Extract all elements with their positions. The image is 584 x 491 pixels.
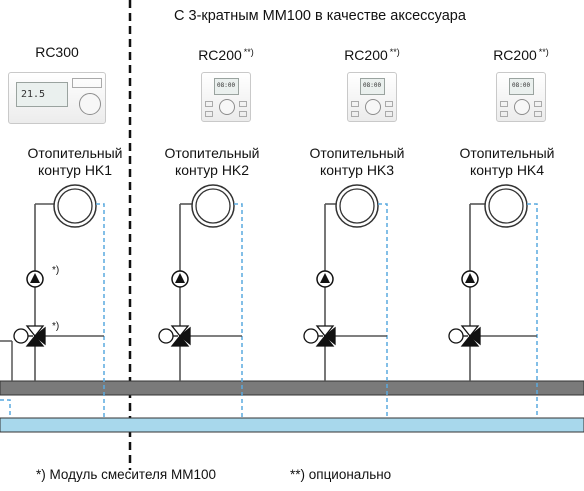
return-pipe-hk3 (378, 203, 388, 418)
circuit-label-line1: Отопительный (459, 145, 555, 161)
controller-key (385, 101, 393, 107)
mixing-valve-icon (25, 334, 45, 347)
heating-circuit-coil-hk2 (191, 184, 235, 228)
controller-key (239, 111, 247, 117)
circuit-label-hk4: Отопительный контур HK4 (460, 145, 555, 179)
rc300-controller-image: 21.5 (8, 72, 106, 124)
mixing-valve-icon (33, 326, 46, 346)
controller-key (534, 111, 542, 117)
return-pipe-hk4 (527, 203, 538, 418)
optional-mark: **) (389, 47, 400, 57)
mixing-valve-icon (468, 326, 481, 346)
optional-mark: **) (538, 47, 549, 57)
rc200-controller-image: 08:00 (201, 72, 251, 122)
mixing-valve-icon (170, 334, 190, 347)
mixing-valve-icon (178, 326, 191, 346)
controller-label-rc300: RC300 (35, 44, 79, 61)
return-pipe-hk1 (96, 203, 105, 418)
pump-arrow-icon (30, 273, 40, 283)
heating-circuit-coil-inner-hk1 (57, 188, 93, 224)
controller-display: 08:00 (509, 78, 534, 95)
valve-actuator-icon (13, 328, 29, 344)
circuit-label-line2: контур HK4 (469, 162, 545, 178)
controller-keys (72, 78, 102, 88)
controller-knob (219, 99, 235, 115)
controller-label-rc200-hk4: RC200**) (493, 44, 549, 64)
footnote-optional: **) опционально (290, 467, 392, 482)
valve-actuator-icon (158, 328, 174, 344)
circuit-label-line1: Отопительный (164, 145, 260, 161)
return-pipe-hk2 (234, 203, 243, 418)
heating-circuit-coil-inner-hk2 (195, 188, 231, 224)
controller-knob (79, 93, 101, 115)
pump-note-mark: *) (52, 265, 60, 276)
mixing-valve-icon (170, 325, 190, 338)
controller-key (534, 101, 542, 107)
circuit-label-hk2: Отопительный контур HK2 (165, 145, 260, 179)
circuit-label-line2: контур HK1 (37, 162, 113, 178)
controller-label-rc200-hk2: RC200**) (198, 44, 254, 64)
controller-key (351, 111, 359, 117)
left-return-pipe (0, 399, 11, 418)
mixing-valve-icon (25, 325, 45, 338)
controller-model: RC200 (493, 47, 537, 63)
circuit-label-line2: контур HK3 (319, 162, 395, 178)
return-header-bar (0, 417, 584, 433)
circuit-label-hk1: Отопительный контур HK1 (28, 145, 123, 179)
controller-model: RC200 (198, 47, 242, 63)
heating-circuit-coil-hk1 (53, 184, 97, 228)
controller-key (500, 101, 508, 107)
circuit-label-line2: контур HK2 (174, 162, 250, 178)
valve-actuator-icon (448, 328, 464, 344)
heating-circuit-coil-inner-hk4 (488, 188, 524, 224)
circuit-label-hk3: Отопительный контур HK3 (310, 145, 405, 179)
controller-label-rc200-hk3: RC200**) (344, 44, 400, 64)
rc200-controller-image: 08:00 (496, 72, 546, 122)
rc200-controller-image: 08:00 (347, 72, 397, 122)
pump-arrow-icon (320, 273, 330, 283)
controller-key (205, 111, 213, 117)
controller-key (239, 101, 247, 107)
heating-circuit-coil-inner-hk3 (339, 188, 375, 224)
controller-knob (514, 99, 530, 115)
mixing-valve-icon (460, 334, 480, 347)
supply-header-bar (0, 380, 584, 396)
valve-actuator-icon (303, 328, 319, 344)
controller-knob (365, 99, 381, 115)
footnote-mixer-module: *) Модуль смесителя MM100 (36, 467, 216, 482)
optional-mark: **) (243, 47, 254, 57)
header-title: С 3-кратным MM100 в качестве аксессуара (174, 8, 466, 24)
pump-arrow-icon (465, 273, 475, 283)
controller-key (351, 101, 359, 107)
mixing-valve-icon (315, 334, 335, 347)
mixing-valve-icon (460, 325, 480, 338)
mixing-valve-icon (315, 325, 335, 338)
controller-display: 21.5 (16, 82, 68, 107)
mixing-valve-icon (323, 326, 336, 346)
controller-display: 08:00 (214, 78, 239, 95)
controller-model: RC200 (344, 47, 388, 63)
circuit-label-line1: Отопительный (27, 145, 123, 161)
heating-circuit-coil-hk4 (484, 184, 528, 228)
heating-circuit-coil-hk3 (335, 184, 379, 228)
valve-note-mark: *) (52, 321, 60, 332)
controller-key (385, 111, 393, 117)
circuit-label-line1: Отопительный (309, 145, 405, 161)
controller-model: RC300 (35, 44, 79, 60)
pump-arrow-icon (175, 273, 185, 283)
controller-key (500, 111, 508, 117)
controller-key (205, 101, 213, 107)
controller-display: 08:00 (360, 78, 385, 95)
